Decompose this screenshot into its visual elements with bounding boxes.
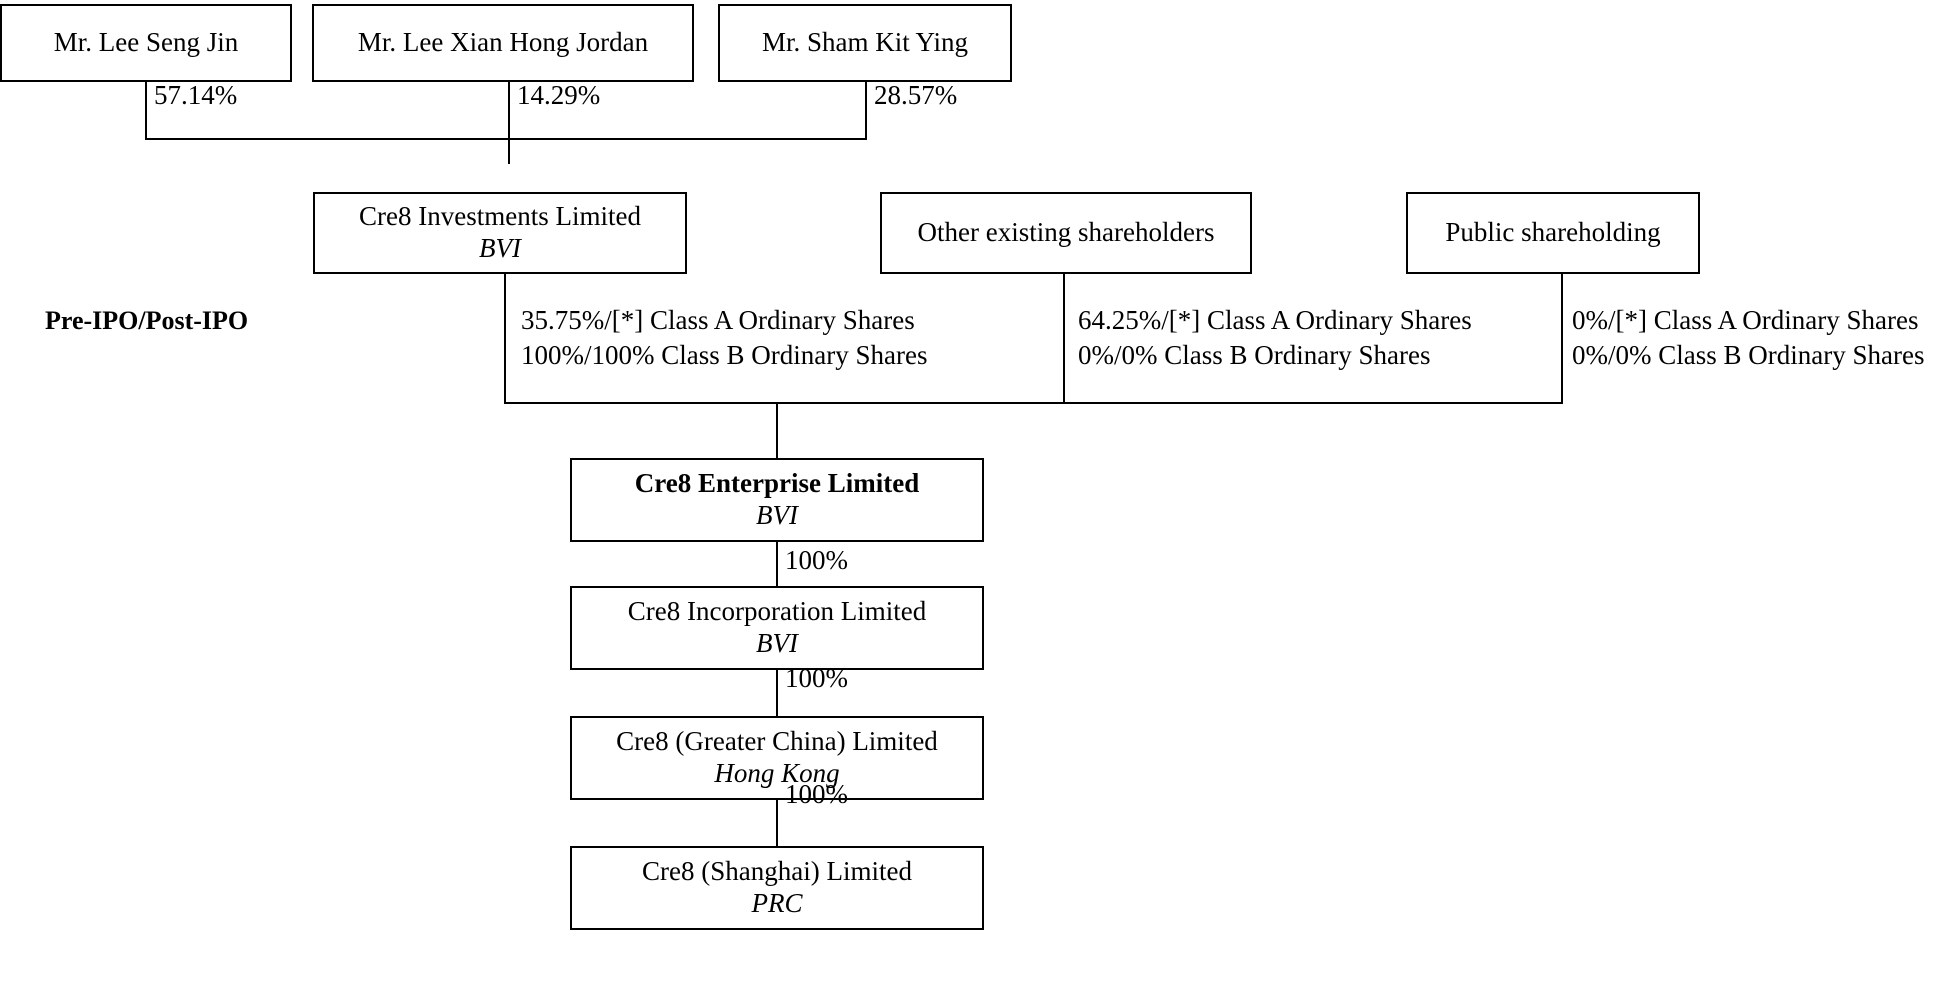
- class-a-shares-text: 35.75%/[*] Class A Ordinary Shares: [521, 305, 915, 335]
- connector-incorporation-to-greater-china: [776, 670, 778, 716]
- entity-box-cre8-greater-china-limited: Cre8 (Greater China) Limited Hong Kong: [570, 716, 984, 800]
- class-a-shares-text: 64.25%/[*] Class A Ordinary Shares: [1078, 305, 1472, 335]
- shareholder-name: Mr. Lee Seng Jin: [53, 27, 239, 58]
- entity-name: Cre8 Enterprise Limited: [634, 468, 920, 499]
- connector-bus-to-cre8-enterprise: [776, 402, 778, 460]
- connector-bus-to-cre8-investments: [508, 138, 510, 164]
- holder-name: Other existing shareholders: [917, 217, 1215, 248]
- entity-box-cre8-enterprise-limited: Cre8 Enterprise Limited BVI: [570, 458, 984, 542]
- entity-name: Cre8 (Greater China) Limited: [616, 726, 938, 757]
- class-b-shares-text: 0%/0% Class B Ordinary Shares: [1572, 340, 1925, 371]
- shareholder-box-lee-xian-hong-jordan: Mr. Lee Xian Hong Jordan: [312, 4, 694, 82]
- class-b-shares-text: 0%/0% Class B Ordinary Shares: [1078, 340, 1431, 371]
- holder-name: Cre8 Investments Limited: [359, 201, 641, 232]
- connector-enterprise-to-incorporation: [776, 542, 778, 588]
- connector-greater-china-to-shanghai: [776, 800, 778, 846]
- share-class-column-other-shareholders: 64.25%/[*] Class A Ordinary Shares 0%/0%…: [1078, 303, 1472, 373]
- connector-shareholders-bus: [145, 138, 867, 140]
- class-a-shares-text: 0%/[*] Class A Ordinary Shares: [1572, 305, 1919, 335]
- connector-lee-seng-jin-down: [145, 82, 147, 140]
- stake-label-lee-seng-jin: 57.14%: [154, 80, 238, 110]
- stake-label-greater-china-to-shanghai: 100%: [785, 779, 848, 809]
- holder-box-other-existing-shareholders: Other existing shareholders: [880, 192, 1252, 274]
- entity-jurisdiction: BVI: [756, 628, 798, 658]
- stake-label-enterprise-to-incorporation: 100%: [785, 545, 848, 575]
- stake-label-lee-xian-hong-jordan: 14.29%: [517, 80, 601, 110]
- connector-other-shareholders-down: [1063, 274, 1065, 404]
- entity-jurisdiction: Hong Kong: [714, 758, 840, 788]
- share-class-column-cre8-investments: 35.75%/[*] Class A Ordinary Shares 100%/…: [521, 303, 927, 373]
- entity-box-cre8-shanghai-limited: Cre8 (Shanghai) Limited PRC: [570, 846, 984, 930]
- entity-jurisdiction: PRC: [751, 888, 803, 918]
- stake-label-incorporation-to-greater-china: 100%: [785, 663, 848, 693]
- holder-box-public-shareholding: Public shareholding: [1406, 192, 1700, 274]
- stake-label-sham-kit-ying: 28.57%: [874, 80, 958, 110]
- class-b-shares-text: 100%/100% Class B Ordinary Shares: [521, 340, 928, 371]
- holder-jurisdiction: BVI: [479, 233, 521, 263]
- entity-name: Cre8 (Shanghai) Limited: [642, 856, 912, 887]
- holder-box-cre8-investments-limited: Cre8 Investments Limited BVI: [313, 192, 687, 274]
- pre-post-ipo-label: Pre-IPO/Post-IPO: [45, 306, 249, 335]
- connector-share-class-bus: [504, 402, 1563, 404]
- shareholder-name: Mr. Sham Kit Ying: [761, 27, 969, 58]
- entity-jurisdiction: BVI: [756, 500, 798, 530]
- shareholder-box-lee-seng-jin: Mr. Lee Seng Jin: [0, 4, 292, 82]
- shareholder-box-sham-kit-ying: Mr. Sham Kit Ying: [718, 4, 1012, 82]
- connector-public-shareholding-down: [1561, 274, 1563, 404]
- connector-lee-xian-hong-jordan-down: [508, 82, 510, 140]
- entity-name: Cre8 Incorporation Limited: [627, 596, 927, 627]
- holder-name: Public shareholding: [1445, 217, 1661, 248]
- share-class-column-public-shareholding: 0%/[*] Class A Ordinary Shares 0%/0% Cla…: [1572, 303, 1924, 373]
- shareholder-name: Mr. Lee Xian Hong Jordan: [357, 27, 649, 58]
- connector-cre8-investments-down: [504, 274, 506, 404]
- connector-sham-kit-ying-down: [865, 82, 867, 140]
- entity-box-cre8-incorporation-limited: Cre8 Incorporation Limited BVI: [570, 586, 984, 670]
